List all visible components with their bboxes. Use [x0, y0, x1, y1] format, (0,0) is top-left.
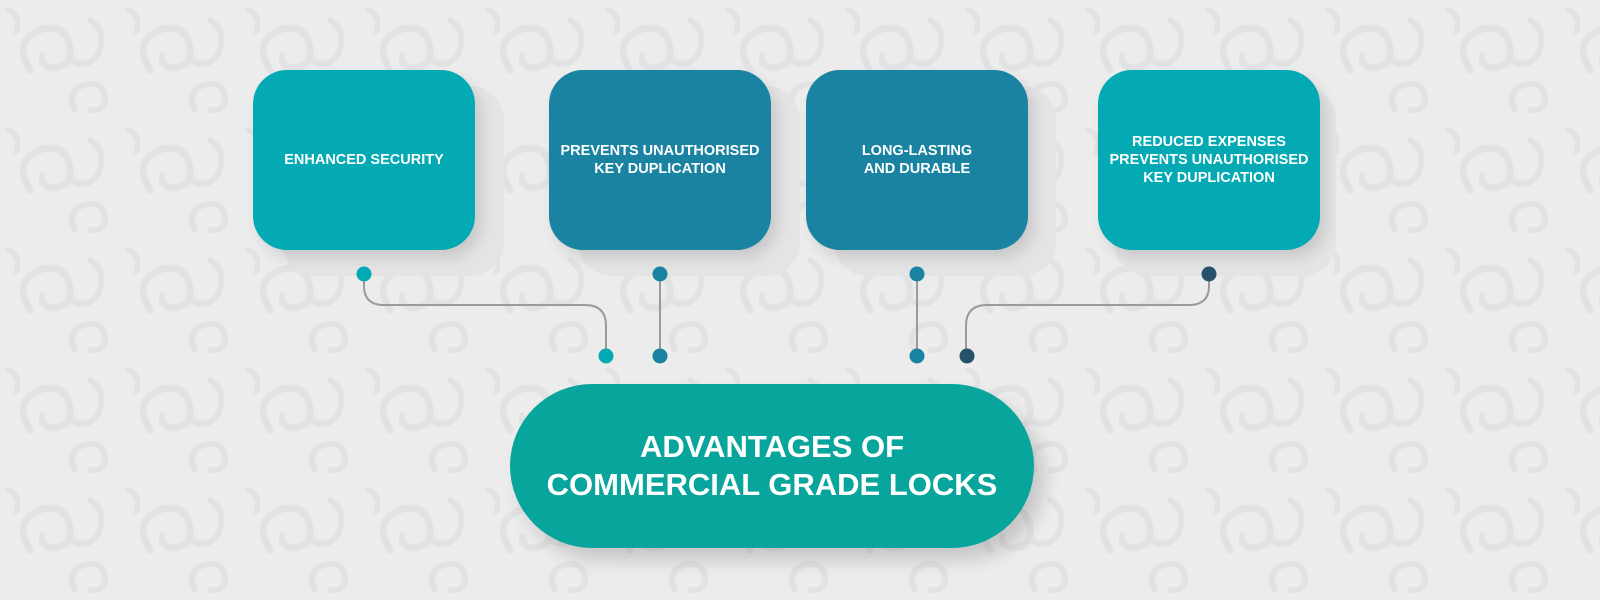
card-label: PREVENTS UNAUTHORISED KEY DUPLICATION [560, 143, 760, 177]
card-long-lasting: LONG-LASTING AND DURABLE [806, 70, 1028, 250]
connector-dot-top-2 [652, 266, 668, 282]
connector-dot-top-4 [1201, 266, 1217, 282]
card-label: REDUCED EXPENSES PREVENTS UNAUTHORISED K… [1109, 134, 1309, 186]
card-label: LONG-LASTING AND DURABLE [861, 143, 973, 177]
connector-line-1 [363, 274, 607, 356]
hub-title: ADVANTAGES OF COMMERCIAL GRADE LOCKS [546, 429, 998, 502]
connector-dot-bottom-3 [909, 348, 925, 364]
connector-dot-bottom-2 [652, 348, 668, 364]
hub-advantages-title: ADVANTAGES OF COMMERCIAL GRADE LOCKS [510, 384, 1034, 548]
connector-dot-bottom-4 [959, 348, 975, 364]
card-reduced-expenses: REDUCED EXPENSES PREVENTS UNAUTHORISED K… [1098, 70, 1320, 250]
card-label: ENHANCED SECURITY [284, 152, 444, 168]
connector-dot-top-3 [909, 266, 925, 282]
connector-dot-bottom-1 [598, 348, 614, 364]
card-prevents-key-duplication: PREVENTS UNAUTHORISED KEY DUPLICATION [549, 70, 771, 250]
connector-dot-top-1 [356, 266, 372, 282]
card-enhanced-security: ENHANCED SECURITY [253, 70, 475, 250]
connector-line-4 [965, 274, 1210, 356]
